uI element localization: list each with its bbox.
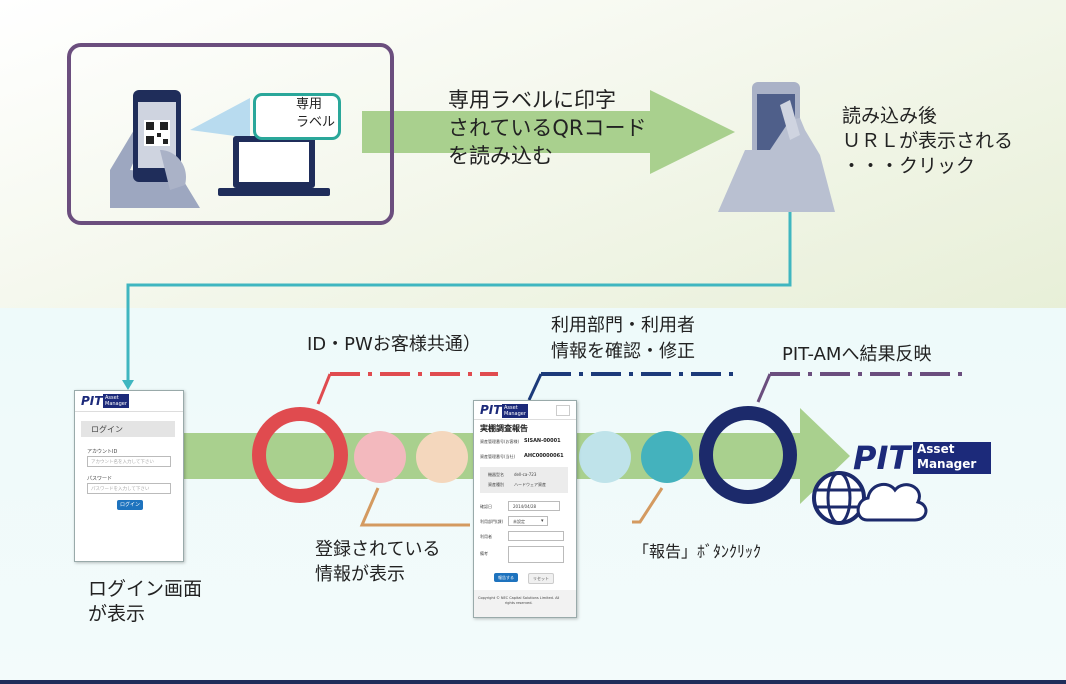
model-value: dell-ca-723 xyxy=(514,472,537,477)
login-note: ログイン画面 が表示 xyxy=(88,578,203,625)
ring-navy xyxy=(699,406,797,504)
scan-instruction: 専用ラベルに印字 されているQRコード を読み込む xyxy=(448,88,647,168)
result-dash xyxy=(756,372,962,403)
circle-teal xyxy=(641,431,693,483)
date-label: 確認日 xyxy=(480,504,492,509)
login-title-bar: ログイン xyxy=(81,421,175,437)
circle-pink xyxy=(354,431,406,483)
account-placeholder: アカウント名を入力して下さい xyxy=(91,460,154,465)
row1-label: 資産管理番号(お客様) xyxy=(480,439,520,444)
report-header: PIT Asset Manager xyxy=(474,401,576,420)
password-input[interactable]: パスワードを入力して下さい xyxy=(87,483,171,494)
after-scan-note: 読み込み後 ＵＲＬが表示される ・・・クリック xyxy=(842,105,1014,177)
dept-note: 利用部門・利用者 情報を確認・修正 xyxy=(551,315,695,362)
copyright: Copyright © NEC Capital Solutions Limite… xyxy=(478,596,560,605)
report-title: 実棚調査報告 xyxy=(480,424,528,433)
login-logo-pit: PIT xyxy=(81,394,103,408)
account-input[interactable]: アカウント名を入力して下さい xyxy=(87,456,171,467)
reset-button[interactable]: リセット xyxy=(528,573,554,584)
login-header: PIT Asset Manager xyxy=(75,391,183,412)
type-label: 資産種別 xyxy=(488,482,504,487)
result-note: PIT-AMへ結果反映 xyxy=(782,344,932,365)
chevron-down-icon: ▾ xyxy=(541,518,544,524)
model-label: 機器型名 xyxy=(488,472,504,477)
account-label: アカウントID xyxy=(87,449,118,455)
row2-label: 資産管理番号(当社) xyxy=(480,454,516,459)
report-button-note: 「報告」ﾎﾞﾀﾝｸﾘｯｸ xyxy=(633,542,762,561)
circle-peach xyxy=(416,431,468,483)
dedicated-label-card: 専用 ラベル xyxy=(253,93,341,140)
user-input[interactable] xyxy=(508,531,564,541)
bottom-rule xyxy=(0,680,1066,684)
password-label: パスワード xyxy=(87,476,113,482)
circle-lightblue xyxy=(579,431,631,483)
report-submit-button[interactable]: 報告する xyxy=(494,573,518,582)
note-textarea[interactable] xyxy=(508,546,564,563)
asset-info-panel: 機器型名 dell-ca-723 資産種別 ハードウェア資産 xyxy=(480,467,568,493)
label-card-text: 専用 ラベル xyxy=(296,97,336,130)
note-label: 備考 xyxy=(480,551,488,556)
brand-pit: PIT xyxy=(853,439,911,477)
dept-value: 未設定 xyxy=(513,519,525,524)
scan-arrow xyxy=(362,90,735,174)
report-logo-sub: Asset Manager xyxy=(502,404,528,418)
ring-red xyxy=(252,407,348,503)
menu-icon[interactable] xyxy=(556,405,570,416)
brand-manager: Manager xyxy=(917,457,977,471)
login-button[interactable]: ログイン xyxy=(117,500,143,510)
brand-asset: Asset xyxy=(917,442,955,456)
phone-qr-icon xyxy=(110,90,200,208)
globe-icon xyxy=(812,471,866,525)
report-footer: Copyright © NEC Capital Solutions Limite… xyxy=(474,590,576,617)
pit-asset-manager-logo: PIT Asset Manager xyxy=(853,440,993,476)
password-placeholder: パスワードを入力して下さい xyxy=(91,487,150,492)
login-title: ログイン xyxy=(91,425,123,434)
scan-beam xyxy=(190,98,250,138)
date-input[interactable]: 2014/04/28 xyxy=(508,501,560,511)
report-screen-mockup: PIT Asset Manager 実棚調査報告 資産管理番号(お客様) SIS… xyxy=(473,400,577,618)
connector-to-login xyxy=(126,193,792,382)
type-value: ハードウェア資産 xyxy=(514,482,546,487)
laptop-icon xyxy=(218,136,330,196)
scan-step-box xyxy=(67,43,394,225)
login-logo-sub: Asset Manager xyxy=(103,394,129,408)
connector-arrowhead xyxy=(122,380,134,390)
id-pw-dash xyxy=(316,372,498,405)
registered-connector xyxy=(359,487,470,527)
row2-value: AHC00000061 xyxy=(524,453,564,459)
dept-select[interactable]: 未設定 ▾ xyxy=(508,516,548,526)
registered-note: 登録されている 情報が表示 xyxy=(315,539,441,585)
report-connector xyxy=(632,487,664,524)
cloud-icon xyxy=(856,482,928,522)
row1-value: SISAN-00001 xyxy=(524,438,561,444)
tap-phone-icon xyxy=(718,82,835,212)
id-pw-note: ID・PWお客様共通） xyxy=(307,334,481,355)
report-logo-pit: PIT xyxy=(480,403,502,417)
date-value: 2014/04/28 xyxy=(513,504,537,509)
login-screen-mockup: PIT Asset Manager ログイン アカウントID アカウント名を入力… xyxy=(74,390,184,562)
dept-label: 利用部門(課) xyxy=(480,519,504,524)
user-label: 利用者 xyxy=(480,534,492,539)
dept-dash xyxy=(527,372,735,401)
